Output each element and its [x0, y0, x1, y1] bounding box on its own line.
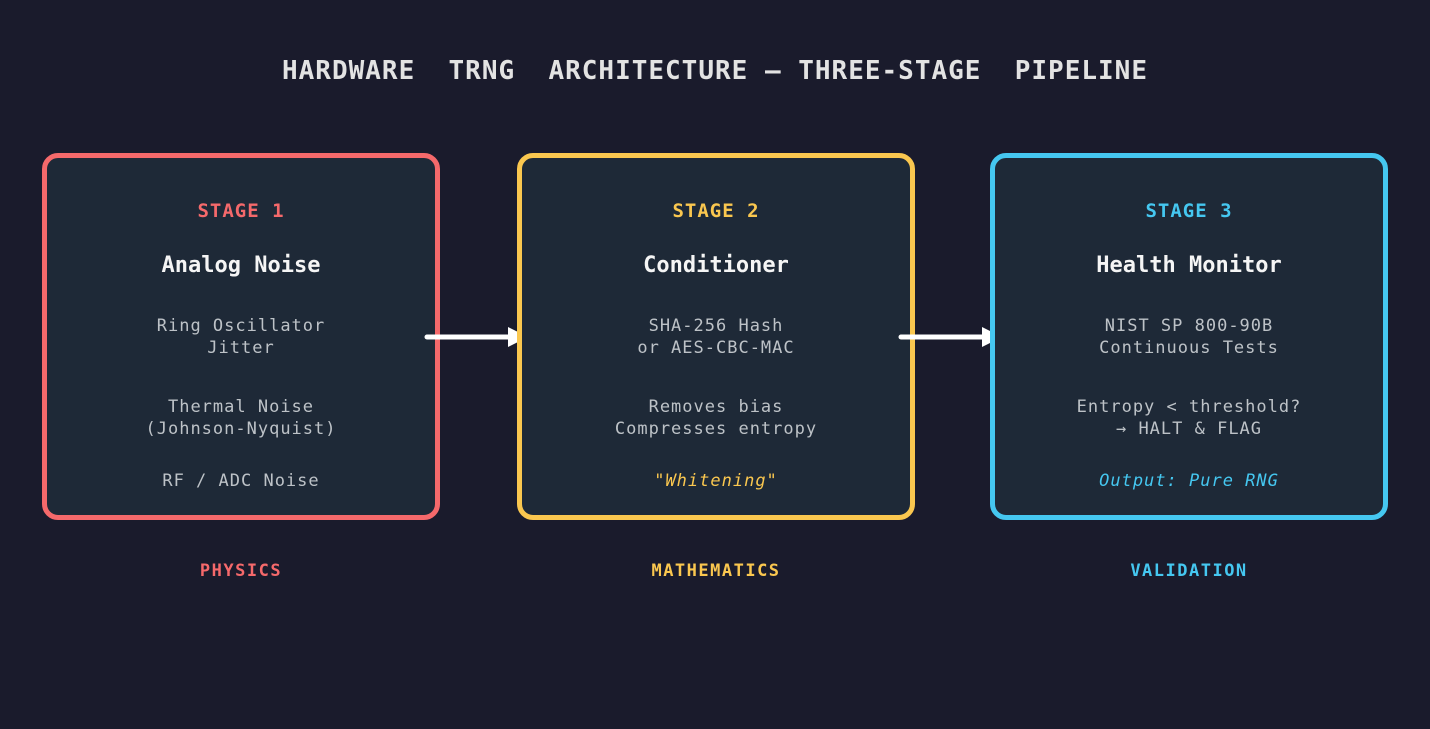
stage-1-sources: Ring Oscillator Jitter — [47, 315, 435, 359]
stage-line: Continuous Tests — [1099, 338, 1279, 358]
stage-1-label: STAGE 1 — [197, 200, 285, 222]
stage-line: Entropy < threshold? — [1076, 397, 1302, 417]
stage-line: Thermal Noise — [167, 397, 315, 417]
page-title: HARDWARE TRNG ARCHITECTURE — THREE-STAGE… — [282, 56, 1148, 86]
stage-line: Ring Oscillator — [156, 316, 326, 336]
stage-3-footer: VALIDATION — [1130, 561, 1248, 581]
stage-3-title: Health Monitor — [1096, 253, 1282, 278]
stage-line: (Johnson-Nyquist) — [145, 419, 337, 439]
stage-3-box: STAGE 3 Health Monitor NIST SP 800-90B C… — [990, 153, 1388, 520]
stage-line: or AES-CBC-MAC — [637, 338, 795, 358]
stage-2-note: "Whitening" — [654, 471, 778, 491]
stage-3-condition: Entropy < threshold? → HALT & FLAG — [995, 396, 1383, 440]
stage-2-functions: Removes bias Compresses entropy — [522, 396, 910, 440]
stage-1-note: RF / ADC Noise — [162, 471, 320, 491]
stage-2-box: STAGE 2 Conditioner SHA-256 Hash or AES-… — [517, 153, 915, 520]
stage-line: → HALT & FLAG — [1115, 419, 1263, 439]
stage-3-note: Output: Pure RNG — [1099, 471, 1279, 491]
stage-1-box: STAGE 1 Analog Noise Ring Oscillator Jit… — [42, 153, 440, 520]
stage-1-sources-2: Thermal Noise (Johnson-Nyquist) — [47, 396, 435, 440]
stage-1-title: Analog Noise — [161, 253, 321, 278]
stage-line: Compresses entropy — [614, 419, 818, 439]
stage-2-footer: MATHEMATICS — [651, 561, 781, 581]
stage-2-title: Conditioner — [643, 253, 789, 278]
stage-line: NIST SP 800-90B — [1104, 316, 1274, 336]
stage-3-tests: NIST SP 800-90B Continuous Tests — [995, 315, 1383, 359]
stage-2-algorithms: SHA-256 Hash or AES-CBC-MAC — [522, 315, 910, 359]
stage-line: SHA-256 Hash — [648, 316, 784, 336]
stage-line: Jitter — [207, 338, 275, 358]
flow-arrow-stage1-to-stage2 — [424, 327, 528, 347]
stage-1-footer: PHYSICS — [199, 561, 283, 581]
flow-arrow-stage2-to-stage3 — [898, 327, 1002, 347]
stage-2-label: STAGE 2 — [672, 200, 760, 222]
stage-line: Removes bias — [648, 397, 784, 417]
stage-3-label: STAGE 3 — [1145, 200, 1233, 222]
